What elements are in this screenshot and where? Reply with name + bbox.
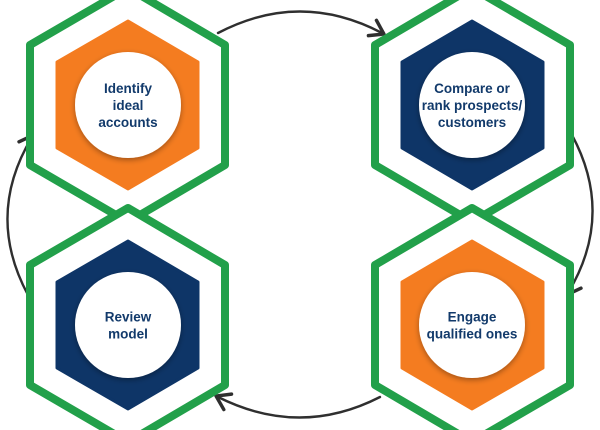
step-label-line: Review [105, 310, 152, 325]
step-label-line: Compare or [434, 81, 511, 96]
arrow-review-to-identify [6, 133, 36, 297]
step-label-line: Engage [448, 310, 497, 325]
step-label-line: qualified ones [427, 327, 518, 342]
step-label-line: accounts [98, 115, 157, 130]
hexagon-center-circle [419, 52, 525, 158]
step-label-line: Identify [104, 81, 152, 96]
arrow-compare-to-engage [564, 133, 594, 297]
step-label: Compare or rank prospects/customers [422, 81, 523, 130]
step-label: Review model [105, 310, 152, 342]
step-compare-or-rank: Compare or rank prospects/customers [371, 0, 574, 226]
step-identify-ideal-accounts: Identify ideal accounts [26, 0, 229, 226]
arrow-identify-to-compare [216, 10, 386, 38]
hexagon-center-circle [419, 272, 525, 378]
step-label: Identify ideal accounts [98, 81, 157, 130]
hexagon-center-circle [75, 272, 181, 378]
arrow-engage-to-review [214, 392, 382, 419]
step-label-line: model [108, 327, 148, 342]
step-label-line: ideal [113, 98, 144, 113]
step-label-line: customers [438, 115, 506, 130]
step-engage-qualified-ones: Engage qualified ones [371, 204, 574, 430]
hexagon-center-circle [75, 52, 181, 158]
step-label-line: rank prospects/ [422, 98, 523, 113]
step-review-model: Review model [26, 204, 229, 430]
step-label: Engage qualified ones [427, 310, 518, 342]
